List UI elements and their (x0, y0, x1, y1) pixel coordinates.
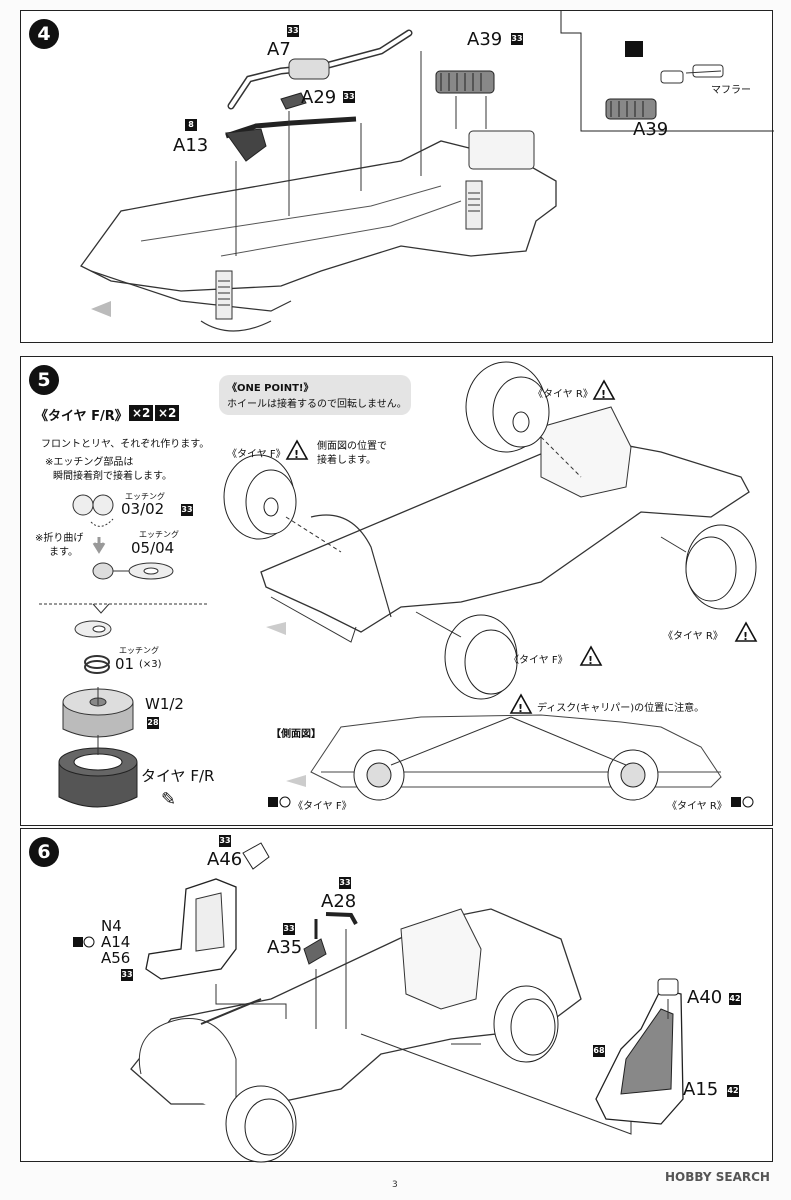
a46-label: A46 (207, 849, 243, 870)
wheel-badge: 28 (147, 717, 159, 729)
one-point-title: 《ONE POINT!》 (227, 383, 314, 394)
hobby-search-watermark: HOBBY SEARCH (665, 1170, 770, 1184)
a39-badge: 33 (511, 33, 523, 45)
step-5-drawing: !! !!! (39, 361, 758, 808)
note-etching: ※エッチング部品は (45, 457, 134, 468)
step-number-4: 4 (29, 19, 59, 49)
step-5-panel: 5 (20, 356, 773, 826)
inset-a39-label: A39 (633, 119, 669, 140)
step-number-5: 5 (29, 365, 59, 395)
step-number-6: 6 (29, 837, 59, 867)
a15-label: A15 (683, 1079, 719, 1100)
a15-badge: 42 (727, 1085, 739, 1097)
svg-text:!: ! (601, 388, 606, 401)
a7-badge: 33 (287, 25, 299, 37)
seat-left-badge: 33 (121, 969, 133, 981)
note-fold-1: ※折り曲げ (35, 533, 84, 544)
note-glue: 瞬間接着剤で接着します。 (53, 471, 172, 482)
muffler-label: マフラー (711, 85, 751, 96)
a13-badge: 8 (185, 119, 197, 131)
etching-label-2: エッチング (139, 530, 179, 539)
disc-note: ディスク(キャリパー)の位置に注意。 (537, 703, 705, 714)
side-tire-r: 《タイヤ R》 (667, 801, 727, 812)
side-tire-f: 《タイヤ F》 (293, 801, 352, 812)
a35-label: A35 (267, 937, 303, 958)
a39-label: A39 (467, 29, 503, 50)
note-front-rear: フロントとリヤ、それぞれ作ります。 (41, 439, 210, 450)
wheel-label: W1/2 (145, 695, 184, 713)
a35-badge: 33 (283, 923, 295, 935)
etching-label-1: エッチング (125, 492, 165, 501)
svg-text:!: ! (294, 448, 299, 461)
a40-label: A40 (687, 987, 723, 1008)
seat-right-badge: 68 (593, 1045, 605, 1057)
etching-01-qty: (×3) (139, 659, 162, 670)
svg-text:!: ! (588, 654, 593, 667)
a28-label: A28 (321, 891, 357, 912)
step-6-panel: 6 33 A46 33 A28 33 A (20, 828, 773, 1163)
svg-text:!: ! (518, 702, 523, 715)
tire-title: 《タイヤ F/R》 (35, 409, 128, 424)
a46-badge: 33 (219, 835, 231, 847)
tire-f-bottom: 《タイヤ F》 (509, 655, 568, 666)
tire-r-top: 《タイヤ R》 (533, 389, 593, 400)
a28-badge: 33 (339, 877, 351, 889)
tire-r-right: 《タイヤ R》 (663, 631, 723, 642)
multiplier-badge-2: ×2 (155, 405, 180, 421)
a40-badge: 42 (729, 993, 741, 1005)
seat-part-a14: A14 (101, 933, 131, 951)
seat-part-a56: A56 (101, 949, 131, 967)
multiplier-badge-1: ×2 (129, 405, 154, 421)
etching-03-02: 03/02 (121, 500, 165, 518)
a13-label: A13 (173, 135, 209, 156)
page-number: 3 (392, 1180, 398, 1190)
etching-badge: 33 (181, 504, 193, 516)
etching-01: 01 (115, 655, 135, 673)
one-point-text: ホイールは接着するので回転しません。 (227, 399, 407, 410)
side-view-note-2: 接着します。 (317, 455, 376, 466)
step-6-drawing (73, 842, 684, 1163)
svg-text:!: ! (743, 630, 748, 643)
side-view-note-1: 側面図の位置で (317, 441, 387, 452)
one-point-box (219, 375, 411, 415)
etching-05-04: 05/04 (131, 539, 175, 557)
tire-f-left: 《タイヤ F》 (227, 449, 286, 460)
a7-label: A7 (267, 39, 291, 60)
step-4-panel: 4 (20, 10, 774, 343)
side-view-title: 【側面図】 (271, 729, 321, 740)
glue-icon: ✎ (161, 789, 177, 810)
seat-part-n4: N4 (101, 917, 122, 935)
tire-fr-label: タイヤ F/R (141, 767, 215, 785)
a29-badge: 33 (343, 91, 355, 103)
etching-label-3: エッチング (119, 646, 159, 655)
note-fold-2: ます。 (49, 547, 78, 558)
step-4-drawing (80, 11, 774, 332)
a29-label: A29 (301, 87, 337, 108)
